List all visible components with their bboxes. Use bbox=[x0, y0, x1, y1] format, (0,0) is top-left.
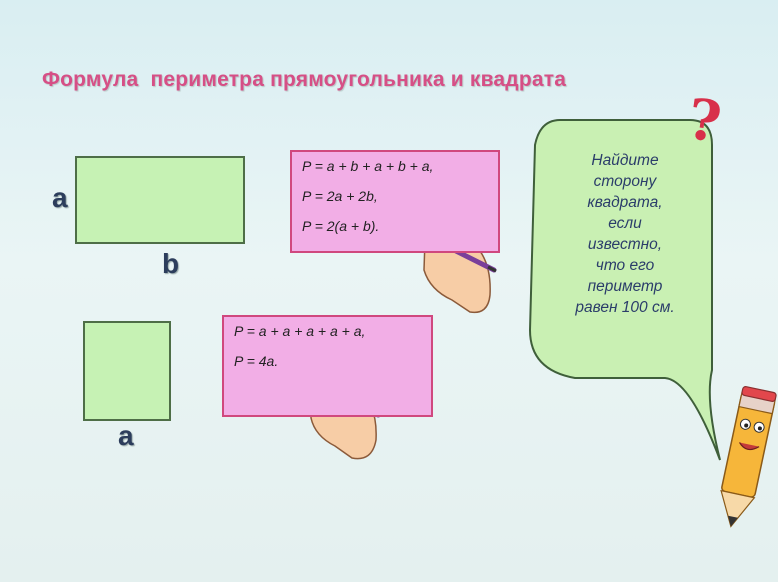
bubble-line: равен 100 см. bbox=[575, 299, 675, 316]
bubble-line: периметр bbox=[587, 278, 663, 295]
bubble-line: если bbox=[608, 215, 642, 232]
page-title: Формула периметра прямоугольника и квадр… bbox=[42, 68, 567, 91]
speech-bubble bbox=[528, 119, 721, 461]
formula-line: P = a + a + a + a + a, bbox=[234, 323, 366, 339]
formula-line: P = 4a. bbox=[234, 353, 279, 369]
bubble-line: сторону bbox=[593, 173, 657, 190]
bubble-line: квадрата, bbox=[587, 194, 663, 211]
bubble-question-text: Найдите сторону квадрата, если известно,… bbox=[540, 150, 710, 318]
rectangle-formula-box: P = a + b + a + b + a, P = 2a + 2b, P = … bbox=[290, 150, 500, 253]
rectangle-side-b-label: b bbox=[162, 248, 180, 279]
formula-line: P = 2(a + b). bbox=[302, 218, 380, 234]
bubble-line: Найдите bbox=[591, 152, 659, 169]
bubble-line: известно, bbox=[587, 236, 663, 253]
rectangle-shape bbox=[75, 156, 245, 244]
rectangle-side-a-label: a bbox=[52, 182, 68, 213]
square-formula-box: P = a + a + a + a + a, P = 4a. bbox=[222, 315, 433, 417]
pencil-character-icon bbox=[720, 385, 777, 528]
formula-line: P = a + b + a + b + a, bbox=[302, 158, 434, 174]
square-shape bbox=[83, 321, 171, 421]
bubble-line: что его bbox=[595, 257, 655, 274]
formula-line: P = 2a + 2b, bbox=[302, 188, 378, 204]
square-side-label: a bbox=[118, 420, 134, 451]
